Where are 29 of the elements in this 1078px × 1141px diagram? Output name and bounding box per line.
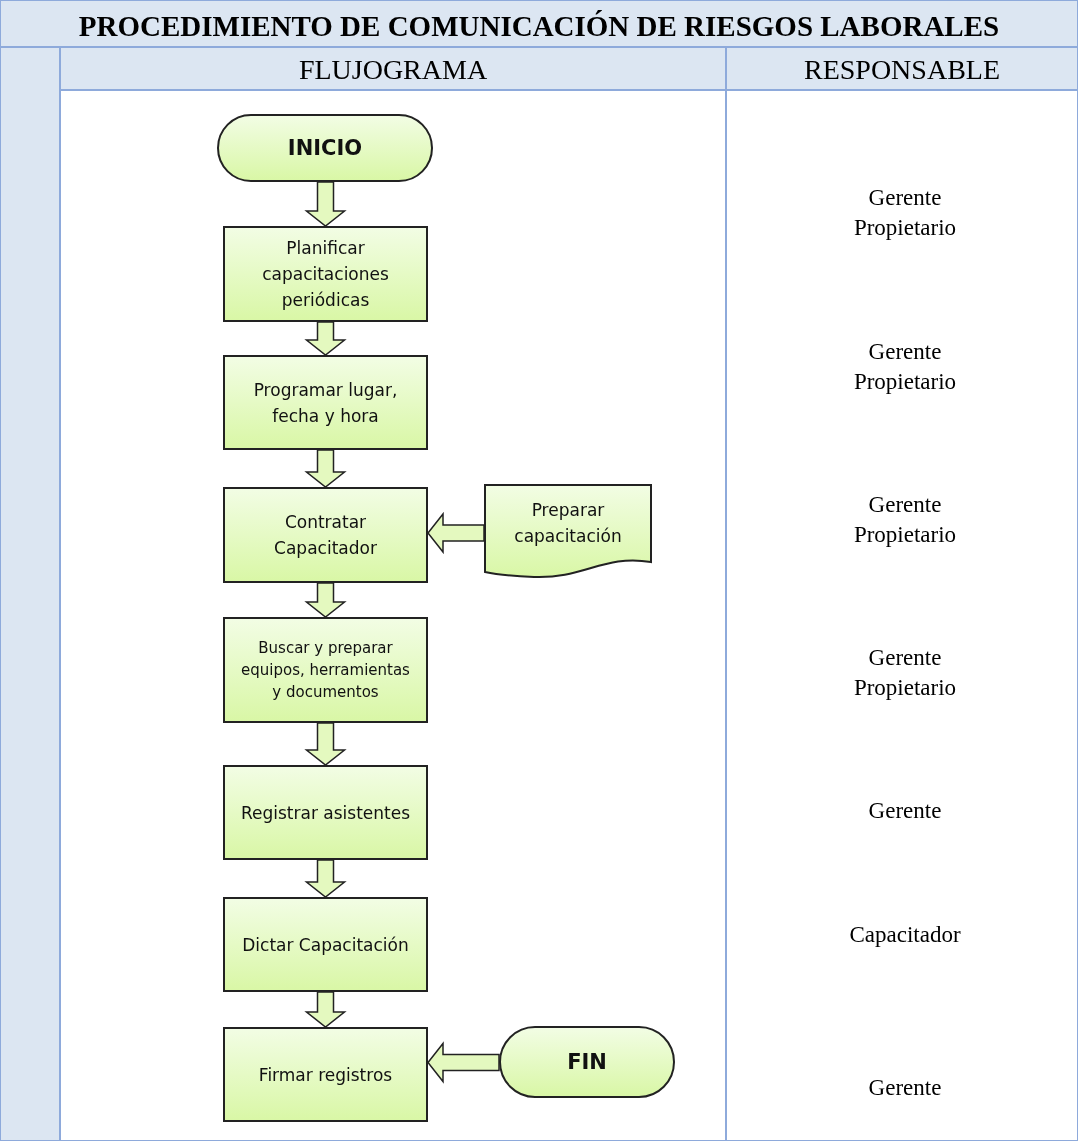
block-arrow xyxy=(304,321,347,356)
column-header: RESPONSABLE xyxy=(802,56,1001,84)
document-shape: Preparar capacitación xyxy=(484,484,652,579)
block-arrow xyxy=(304,181,347,227)
process-box: Registrar asistentes xyxy=(223,765,428,860)
title: PROCEDIMIENTO DE COMUNICACIÓN DE RIESGOS LABORALES xyxy=(77,12,1001,41)
process-box: Programar lugar, fecha y hora xyxy=(223,355,428,450)
process-box: Buscar y preparar equipos, herramientas y documentos xyxy=(223,617,428,723)
process-box: Planificar capacitaciones periódicas xyxy=(223,226,428,322)
block-arrow xyxy=(304,449,347,488)
responsible-name: Gerente Propietario xyxy=(852,491,958,549)
column-header: FLUJOGRAMA xyxy=(297,56,489,84)
responsible-name: Gerente Propietario xyxy=(852,184,958,242)
process-box: Dictar Capacitación xyxy=(223,897,428,992)
responsible-name: Capacitador xyxy=(848,921,962,949)
block-arrow xyxy=(304,582,347,618)
responsible-name: Gerente Propietario xyxy=(852,644,958,702)
responsible-name: Gerente xyxy=(867,797,943,825)
responsible-name: Gerente xyxy=(867,1074,943,1102)
block-arrow xyxy=(304,859,347,898)
block-arrow xyxy=(427,1041,500,1084)
terminal-box: INICIO xyxy=(217,114,433,182)
process-box: Firmar registros xyxy=(223,1027,428,1122)
process-box: Contratar Capacitador xyxy=(223,487,428,583)
block-arrow xyxy=(304,991,347,1028)
block-arrow xyxy=(304,722,347,766)
terminal-box: FIN xyxy=(499,1026,675,1098)
block-arrow xyxy=(427,511,485,555)
responsible-name: Gerente Propietario xyxy=(852,338,958,396)
